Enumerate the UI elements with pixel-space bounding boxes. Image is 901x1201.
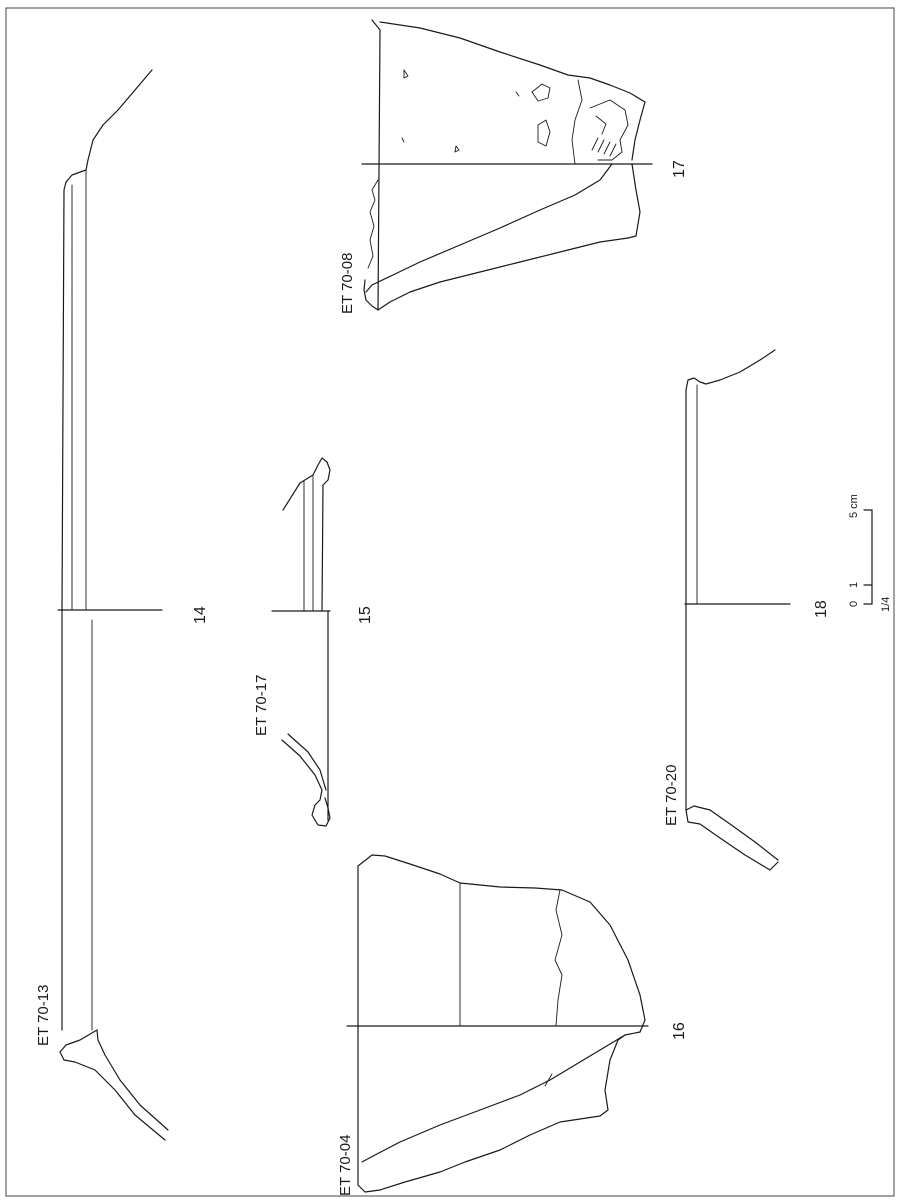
figure-number-15: 15 bbox=[357, 606, 374, 624]
sherd-16-label: ET 70-04 bbox=[337, 1135, 354, 1196]
sherd-18-label: ET 70-20 bbox=[663, 765, 680, 826]
scale-label-5cm: 5 cm bbox=[848, 494, 860, 518]
sherd-18-profile bbox=[684, 349, 791, 871]
sherd-17-label: ET 70-08 bbox=[339, 253, 356, 314]
figure-number-14: 14 bbox=[192, 606, 209, 624]
sherd-16-profile bbox=[346, 854, 649, 1193]
scale-ratio: 1/4 bbox=[880, 597, 892, 612]
scale-label-zero: 0 bbox=[848, 601, 860, 607]
sherd-17-profile bbox=[361, 19, 653, 311]
figure-number-16: 16 bbox=[671, 1022, 688, 1040]
plate-border bbox=[5, 7, 895, 1197]
sherd-14-label: ET 70-13 bbox=[35, 985, 52, 1046]
sherd-15-label: ET 70-17 bbox=[253, 675, 270, 736]
figure-number-18: 18 bbox=[813, 600, 830, 618]
sherd-15-profile bbox=[271, 457, 331, 827]
figure-number-17: 17 bbox=[671, 160, 688, 178]
scale-label-one: 1 bbox=[848, 582, 860, 588]
scale-bar bbox=[863, 509, 873, 605]
sherd-14-profile bbox=[57, 69, 169, 1141]
